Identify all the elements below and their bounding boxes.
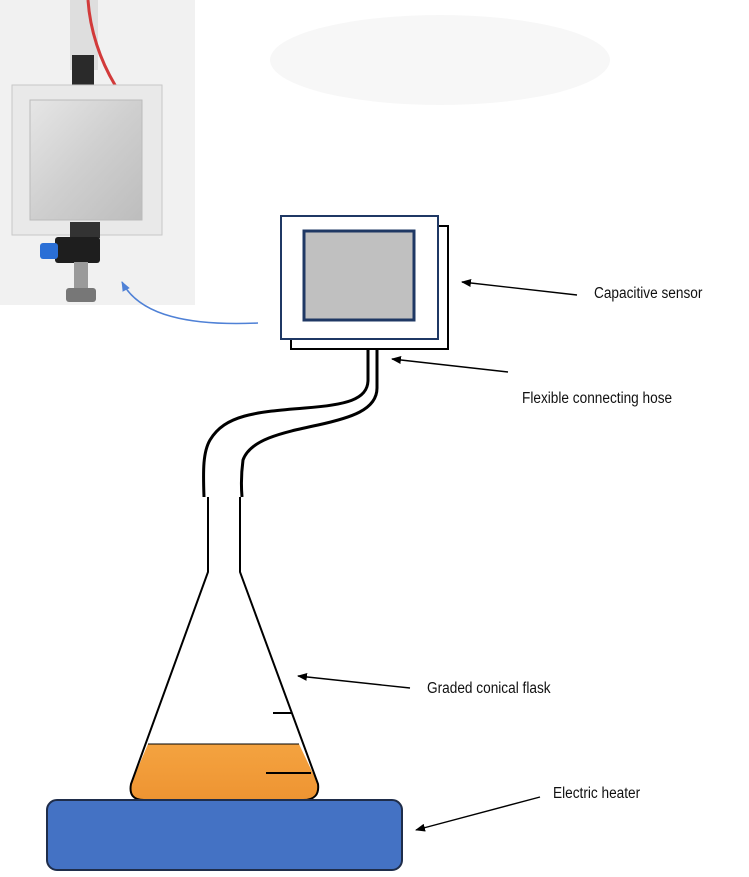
electric-heater-shape [46,799,403,871]
label-capacitive-sensor: Capacitive sensor [594,285,703,302]
arrow-icon [297,672,411,689]
label-conical-flask: Graded conical flask [427,680,551,697]
graded-conical-flask [129,497,320,801]
sensor-photo-icon [0,0,195,305]
arrow-icon [391,356,509,373]
label-flexible-hose: Flexible connecting hose [522,390,673,407]
arrow-icon [415,796,541,832]
label-electric-heater: Electric heater [553,785,641,802]
arrow-icon [461,279,578,296]
capacitive-sensor-shape [280,215,449,350]
flexible-connecting-hose [202,349,379,498]
photo-link-arrow [121,281,259,325]
background-smudge [270,15,610,105]
